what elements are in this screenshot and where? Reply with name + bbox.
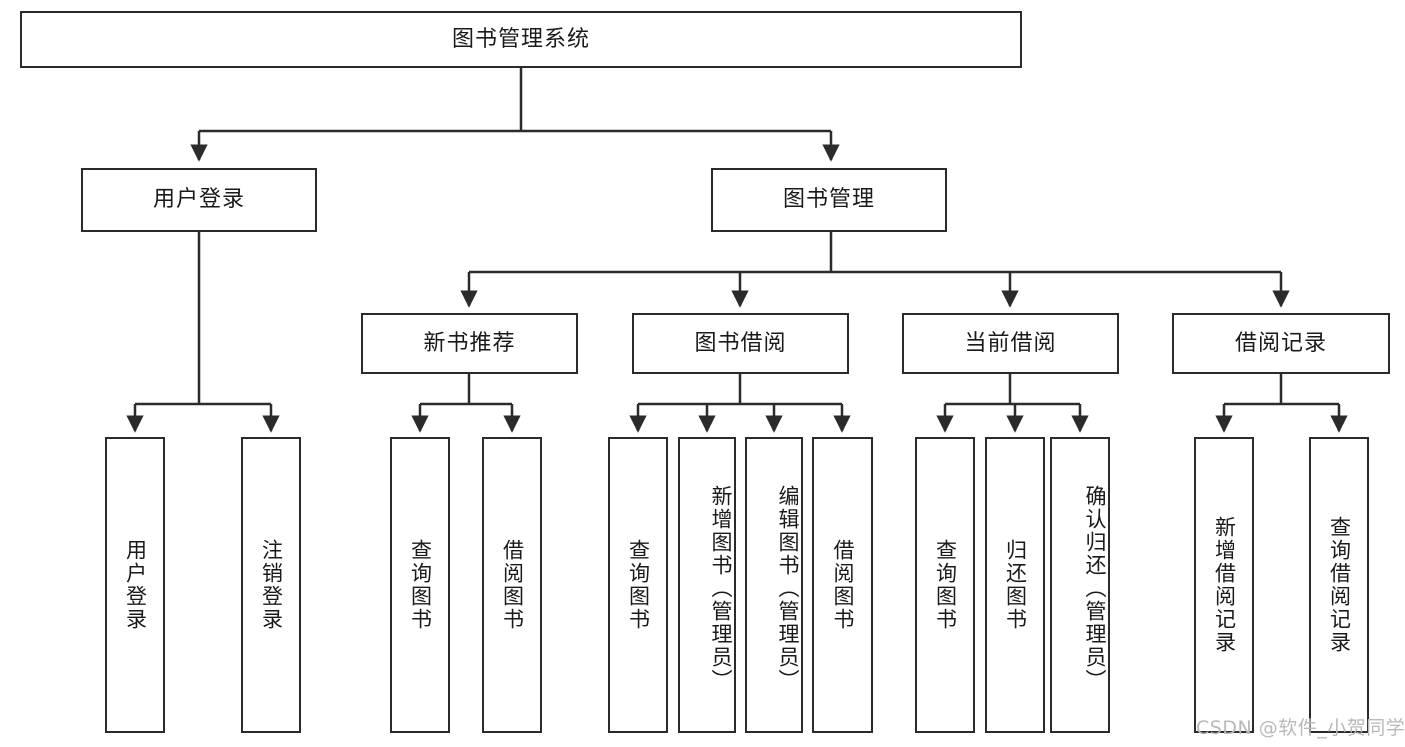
leaf-book-borrow-add[interactable]: 新增图书（管理员） (678, 437, 736, 733)
node-label: 当前借阅 (964, 330, 1057, 356)
leaf-book-borrow-borrow[interactable]: 借阅图书 (812, 437, 873, 733)
node-label: 归还图书 (1003, 539, 1028, 631)
node-label: 查询借阅记录 (1327, 516, 1352, 654)
leaf-current-borrow-confirm-return[interactable]: 确认归还（管理员） (1050, 437, 1110, 733)
node-label: 新增借阅记录 (1212, 516, 1237, 654)
node-label: 确认归还（管理员） (1083, 484, 1107, 692)
leaf-user-login-logout[interactable]: 注销登录 (241, 437, 301, 733)
node-label: 查询图书 (408, 539, 433, 631)
leaf-user-login-login[interactable]: 用户登录 (105, 437, 165, 733)
leaf-current-borrow-return[interactable]: 归还图书 (985, 437, 1045, 733)
node-label: 借阅图书 (830, 539, 855, 631)
node-label: 查询图书 (626, 539, 651, 631)
node-borrow-record[interactable]: 借阅记录 (1172, 313, 1390, 374)
leaf-current-borrow-query[interactable]: 查询图书 (915, 437, 975, 733)
node-label: 借阅图书 (500, 539, 525, 631)
node-label: 查询图书 (933, 539, 958, 631)
node-label: 图书管理系统 (451, 26, 590, 52)
node-label: 注销登录 (259, 539, 284, 631)
node-book-management[interactable]: 图书管理 (711, 168, 947, 232)
leaf-borrow-record-add[interactable]: 新增借阅记录 (1194, 437, 1254, 733)
leaf-new-book-borrow[interactable]: 借阅图书 (482, 437, 542, 733)
node-label: 图书管理 (782, 187, 875, 212)
node-label: 编辑图书（管理员） (776, 484, 800, 692)
leaf-new-book-query[interactable]: 查询图书 (390, 437, 450, 733)
node-label: 用户登录 (123, 539, 148, 631)
node-label: 用户登录 (152, 187, 245, 212)
node-book-borrow[interactable]: 图书借阅 (632, 313, 849, 374)
node-current-borrow[interactable]: 当前借阅 (902, 313, 1119, 374)
node-label: 新书推荐 (423, 330, 516, 356)
leaf-book-borrow-edit[interactable]: 编辑图书（管理员） (745, 437, 803, 733)
leaf-book-borrow-query[interactable]: 查询图书 (608, 437, 668, 733)
node-label: 新增图书（管理员） (709, 484, 733, 692)
node-root-book-management-system[interactable]: 图书管理系统 (20, 11, 1022, 68)
node-new-book-recommend[interactable]: 新书推荐 (361, 313, 578, 374)
node-label: 借阅记录 (1234, 330, 1327, 356)
node-user-login[interactable]: 用户登录 (81, 168, 317, 232)
watermark: CSDN @软件_小贺同学 (1196, 717, 1405, 739)
leaf-borrow-record-query[interactable]: 查询借阅记录 (1309, 437, 1369, 733)
node-label: 图书借阅 (694, 330, 787, 356)
